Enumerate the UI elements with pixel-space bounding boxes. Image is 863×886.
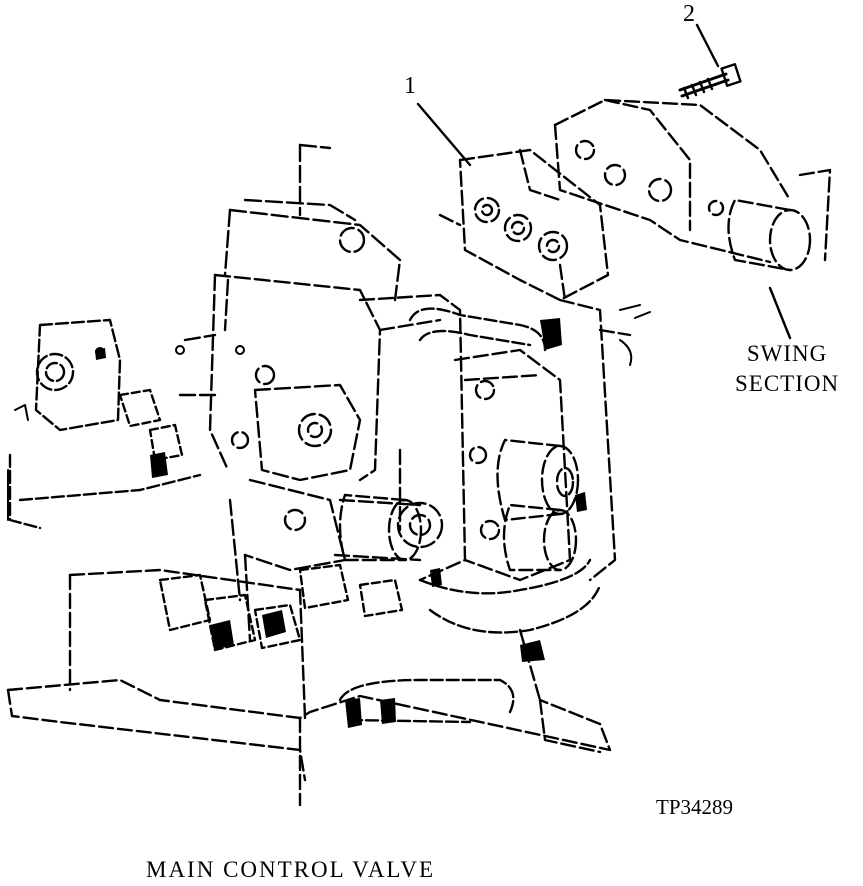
- bolt: [678, 63, 742, 100]
- valve-body-middle: [178, 273, 382, 482]
- swing-section-label: SWING SECTION: [735, 339, 839, 399]
- figure-caption: MAIN CONTROL VALVE: [146, 857, 436, 882]
- part-2-callout: 2: [683, 1, 695, 27]
- valve-section-plate: [438, 148, 610, 302]
- swing-label-line-2: SECTION: [735, 371, 840, 396]
- part-1-leader: [416, 102, 472, 167]
- solenoid-cylinder-center: [338, 493, 423, 562]
- swing-section-leader: [768, 286, 792, 340]
- hydraulic-hoses: [338, 307, 602, 724]
- valve-body-right: [453, 298, 632, 582]
- part-1-callout: 1: [404, 73, 416, 99]
- mounting-bracket: [6, 568, 612, 807]
- part-2-leader: [695, 23, 720, 68]
- valve-body-center: [333, 293, 467, 582]
- left-end-cap: [8, 318, 202, 530]
- spool-fittings: [118, 388, 404, 652]
- solenoid-cylinder-upper: [496, 438, 580, 522]
- valve-body-rear: [223, 143, 402, 302]
- swing-section: [553, 98, 832, 272]
- figure-id: TP34289: [656, 795, 734, 819]
- swing-label-line-1: SWING: [746, 341, 828, 366]
- dark-fitting-accents: [95, 318, 587, 728]
- solenoid-cylinder-lower: [502, 503, 578, 572]
